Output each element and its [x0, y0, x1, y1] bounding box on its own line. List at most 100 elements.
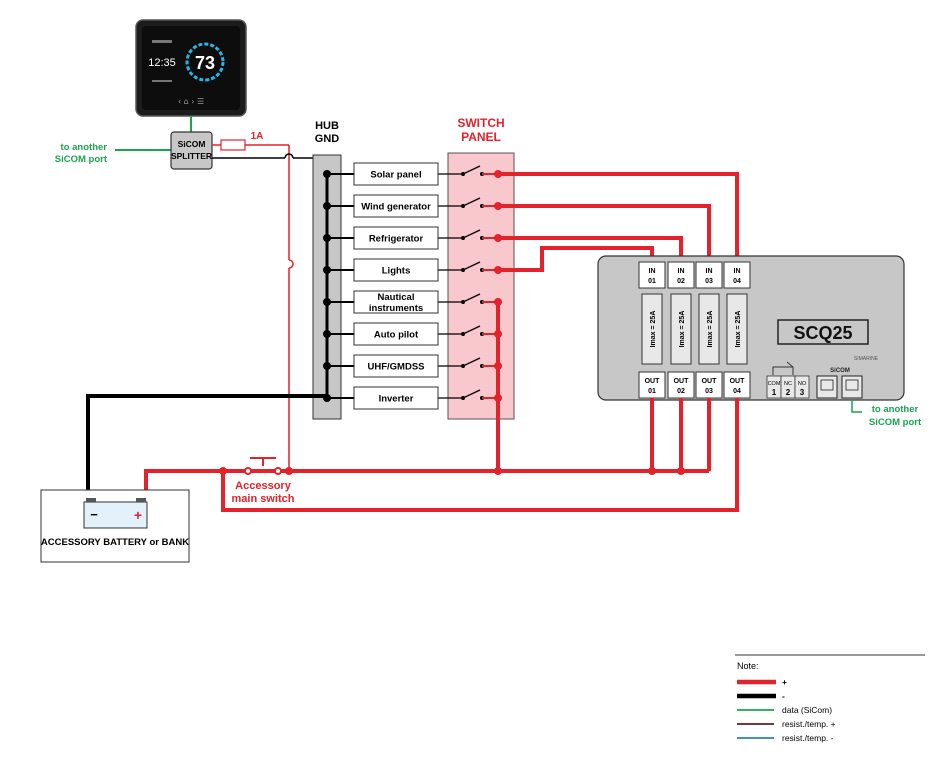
splitter-line2: SPLITTER [171, 151, 212, 161]
hub-node [323, 202, 331, 210]
scq-output-terminal: OUT 03 [695, 371, 723, 399]
hub-nodes [323, 170, 354, 402]
load-box: Wind generator [353, 194, 439, 218]
svg-text:3: 3 [800, 388, 805, 397]
relay-symbol-icon [772, 361, 794, 375]
svg-text:Imax = 25A: Imax = 25A [735, 311, 742, 348]
hub-node [323, 298, 331, 306]
sicom-port-label: SiCOM [830, 368, 850, 374]
sicom-left-note-line2: SiCOM port [55, 154, 108, 165]
svg-text:data (SiCom): data (SiCom) [782, 705, 832, 715]
switch-icon [462, 389, 481, 399]
thin-negative-wire [212, 153, 328, 174]
sicom-left-note-line1: to another [61, 142, 108, 153]
svg-text:NC: NC [784, 381, 792, 387]
hub-node [323, 170, 331, 178]
sicom-splitter: SiCOM SPLITTER [170, 131, 213, 170]
load-label: Auto pilot [374, 330, 419, 341]
input-wires [498, 172, 739, 272]
battery-plus: + [134, 507, 142, 523]
scq-input-terminal: IN 04 [723, 261, 751, 289]
svg-text:Imax = 25A: Imax = 25A [707, 311, 714, 348]
svg-text:01: 01 [648, 388, 656, 395]
thin-positive-wire [212, 144, 294, 470]
hub-node [323, 266, 331, 274]
main-switch-line1: Accessory [235, 480, 292, 492]
switch-icon [462, 261, 481, 271]
legend-item: - [737, 691, 785, 701]
switch-icon [462, 229, 481, 239]
scq-fuse: Imax = 25A [698, 293, 720, 365]
svg-text:OUT: OUT [702, 378, 718, 385]
display-value: 73 [195, 53, 215, 73]
svg-text:NO: NO [798, 381, 807, 387]
scq-output-terminal: OUT 02 [667, 371, 695, 399]
hub-node [323, 330, 331, 338]
svg-text:COM: COM [768, 381, 781, 387]
switch-icon [462, 197, 481, 207]
sicom-right-note-line2: SiCOM port [869, 417, 922, 428]
svg-text:03: 03 [705, 388, 713, 395]
switch-panel-line1: SWITCH [457, 116, 504, 130]
bus-nodes [219, 467, 685, 475]
svg-text:04: 04 [733, 278, 741, 285]
display-time: 12:35 [148, 57, 176, 69]
data-wire-right [851, 400, 862, 413]
legend-item: + [737, 677, 787, 687]
svg-text:Imax = 25A: Imax = 25A [650, 311, 657, 348]
load-label: Solar panel [370, 170, 421, 181]
sicom-port-1 [816, 375, 838, 399]
scq-model-box [777, 319, 869, 345]
gauge-ring [185, 42, 225, 82]
svg-text:OUT: OUT [730, 378, 746, 385]
svg-text:01: 01 [648, 278, 656, 285]
load-box: Auto pilot [353, 322, 439, 346]
svg-text:resist./temp. -: resist./temp. - [782, 733, 834, 743]
hub-title-line2: GND [315, 133, 340, 145]
svg-text:IN: IN [649, 268, 656, 275]
scq-fuse: Imax = 25A [670, 293, 692, 365]
load-label: Inverter [379, 394, 414, 405]
svg-text:02: 02 [677, 278, 685, 285]
hub-title-line1: HUB [315, 120, 339, 132]
svg-text:OUT: OUT [674, 378, 690, 385]
load-label: UHF/GMDSS [368, 362, 425, 373]
sicom-right-note-line1: to another [872, 404, 919, 415]
svg-text:2: 2 [786, 388, 791, 397]
legend-item: resist./temp. + [737, 719, 836, 729]
switch-icon [462, 293, 481, 303]
scq-model: SCQ25 [793, 323, 852, 343]
switch-panel-box [447, 152, 515, 420]
switch-icon [462, 357, 481, 367]
hub-node [323, 234, 331, 242]
load-box: UHF/GMDSS [353, 354, 439, 378]
sicom-port-2 [841, 375, 863, 399]
scq25-device: IN01IN02IN03IN04OUT01OUT02OUT03OUT04Imax… [597, 255, 905, 401]
switch-icon [462, 165, 481, 175]
scq-fuse: Imax = 25A [641, 293, 663, 365]
load-label: Wind generator [361, 202, 431, 213]
load-box: Inverter [353, 386, 439, 410]
load-label: Nautical [378, 292, 415, 303]
legend-item: data (SiCom) [737, 705, 832, 715]
svg-text:02: 02 [677, 388, 685, 395]
svg-text:IN: IN [706, 268, 713, 275]
svg-text:IN: IN [734, 268, 741, 275]
legend: Note: + - data (SiCom) resist./temp. + resis… [735, 654, 925, 743]
splitter-line1: SiCOM [178, 139, 206, 149]
legend-title: Note: [737, 661, 759, 671]
display-device: 73 12:35 ‹ ⌂ › ☰ [135, 19, 247, 117]
svg-text:1: 1 [772, 388, 777, 397]
svg-text:03: 03 [705, 278, 713, 285]
load-label: Refrigerator [369, 234, 424, 245]
relay-terminal: NC2 [780, 375, 796, 399]
load-box: Refrigerator [353, 226, 439, 250]
fuse-label: 1A [251, 131, 264, 142]
main-switch-line2: main switch [232, 493, 295, 505]
relay-terminal: NO3 [794, 375, 810, 399]
